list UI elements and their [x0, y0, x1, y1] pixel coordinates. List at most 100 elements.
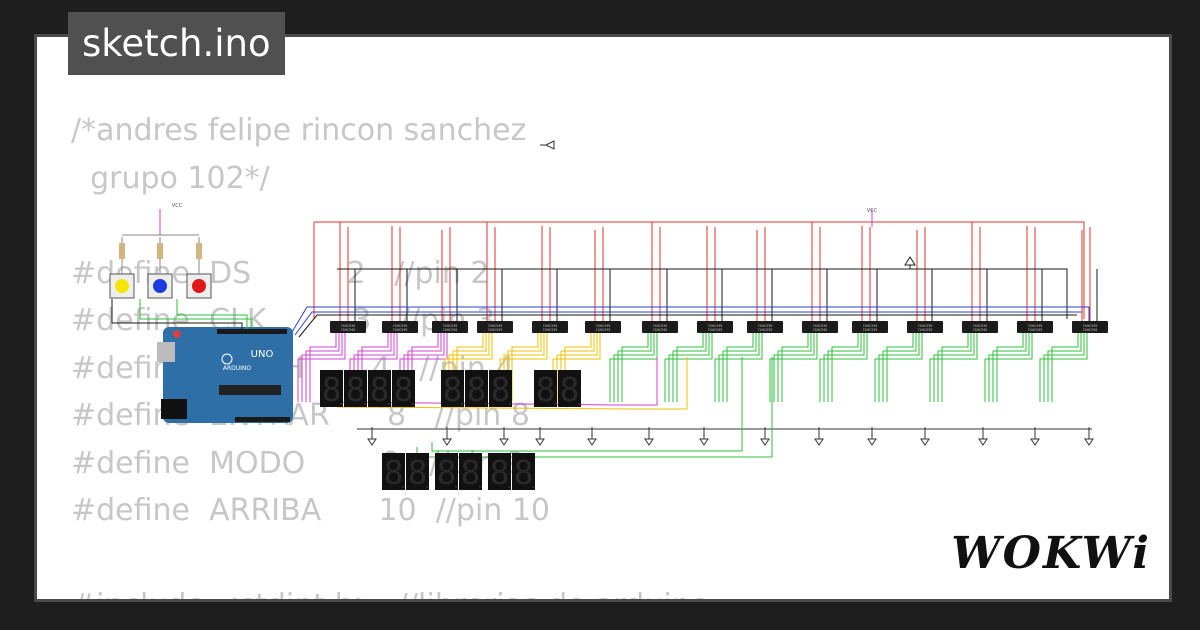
- chip-label: 74HC595: [443, 324, 458, 328]
- shift-register-chip: [802, 321, 838, 333]
- chip-label: 74HC595: [1083, 324, 1098, 328]
- segment-wire: [1051, 331, 1079, 402]
- shift-register-chip: [697, 321, 733, 333]
- chip-label: 74HC595: [973, 324, 988, 328]
- chip-label: 74HC595: [758, 328, 773, 332]
- display-digit: 8: [490, 453, 510, 492]
- segment-wire: [777, 331, 812, 402]
- header-pins: [235, 417, 290, 422]
- vcc-rail: [314, 221, 1085, 319]
- ground-arrow-icon: [1030, 438, 1040, 446]
- segment-wire: [773, 331, 815, 402]
- ground-arrow-icon: [499, 438, 509, 446]
- code-line: #define DS 2 //pin 2: [71, 255, 490, 291]
- segment-wire: [937, 331, 972, 402]
- display-digit: 8: [536, 370, 556, 409]
- reset-button: [173, 330, 181, 338]
- chip-label: 74HC595: [543, 328, 558, 332]
- display-dot: [388, 403, 390, 405]
- segment-wire: [609, 331, 658, 402]
- ground-arrow-icon: [644, 438, 654, 446]
- seven-segment-display: 8: [392, 370, 415, 409]
- shift-register-chip: [585, 321, 621, 333]
- ground-arrow-icon: [699, 438, 709, 446]
- segment-wire: [617, 331, 652, 402]
- seven-segment-display: 8: [406, 453, 429, 492]
- display-dot: [509, 403, 511, 405]
- resistor: [119, 243, 125, 259]
- code-line: #define ARRIBA 10 //pin 10: [71, 493, 551, 528]
- chip-label: 74HC595: [393, 328, 408, 332]
- chip-label: 74HC595: [488, 328, 503, 332]
- segment-wire: [411, 331, 439, 402]
- chip-label: 74HC595: [708, 324, 723, 328]
- header-pins: [217, 329, 287, 334]
- button-wire: [139, 299, 253, 329]
- segment-wire: [613, 331, 655, 402]
- display-body: [368, 370, 391, 407]
- code-line: /*andres felipe rincon sanchez: [71, 113, 527, 148]
- shift-register-chip: [852, 321, 888, 333]
- display-dot: [578, 403, 580, 405]
- segment-wire: [929, 331, 978, 402]
- segment-wire: [1043, 331, 1085, 402]
- arduino-logo-icon: [221, 353, 233, 365]
- display-dot: [532, 486, 534, 488]
- segment-wire: [722, 331, 757, 402]
- resistor: [196, 243, 202, 259]
- shift-register-chip: [330, 321, 366, 333]
- ground-arrow-icon: [1084, 438, 1094, 446]
- ground-arrow-icon: [535, 438, 545, 446]
- segment-wire: [664, 331, 713, 402]
- chip-label: 74HC595: [813, 328, 828, 332]
- display-dot: [479, 486, 481, 488]
- seven-segment-display: 8: [441, 370, 464, 409]
- display-digit: 8: [443, 370, 463, 409]
- display-digit: 8: [514, 453, 534, 492]
- push-button-cap: [153, 279, 167, 293]
- segment-wire: [819, 331, 868, 402]
- segment-wire: [769, 331, 818, 402]
- display-dot: [426, 486, 428, 488]
- vcc-label: VCC: [867, 208, 878, 214]
- seven-segment-display: 8: [344, 370, 367, 409]
- segment-wire: [874, 331, 923, 402]
- seven-segment-display: 8: [534, 370, 557, 409]
- display-digit: 8: [437, 453, 457, 492]
- chip-label: 74HC595: [653, 324, 668, 328]
- segment-wire: [714, 331, 763, 402]
- data-wire: [291, 306, 1090, 333]
- segment-wire: [996, 331, 1024, 402]
- chip-label: 74HC595: [1028, 324, 1043, 328]
- segment-wire: [1047, 331, 1082, 402]
- display-dot: [455, 486, 457, 488]
- display-dot: [508, 486, 510, 488]
- wokwi-logo: WOKWi: [951, 528, 1151, 579]
- chip-label: 74HC595: [596, 324, 611, 328]
- display-body: [441, 370, 464, 407]
- vcc-label: VCC: [172, 203, 183, 209]
- segment-wire: [831, 331, 859, 402]
- shift-register-chip: [432, 321, 468, 333]
- button-wire: [111, 299, 243, 329]
- display-body: [459, 453, 482, 490]
- chip-label: 74HC595: [1083, 328, 1098, 332]
- code-line: grupo 102*/: [71, 160, 270, 196]
- chip-label: 74HC595: [973, 328, 988, 332]
- chip-label: 74HC595: [443, 328, 458, 332]
- segment-wire: [297, 331, 346, 402]
- button-wire: [176, 299, 248, 329]
- segment-wire: [1039, 331, 1088, 402]
- display-body: [320, 370, 343, 407]
- display-body: [489, 370, 512, 407]
- seven-segment-display: 8: [512, 453, 535, 492]
- segment-wire: [726, 331, 754, 402]
- segment-wire: [827, 331, 862, 402]
- chip-label: 74HC595: [758, 324, 773, 328]
- seven-segment-display: 8: [558, 370, 581, 409]
- chip-label: 74HC595: [488, 324, 503, 328]
- segment-wire: [431, 357, 743, 452]
- chip-label: 74HC595: [596, 328, 611, 332]
- display-digit: 8: [322, 370, 342, 409]
- shift-register-chip: [532, 321, 568, 333]
